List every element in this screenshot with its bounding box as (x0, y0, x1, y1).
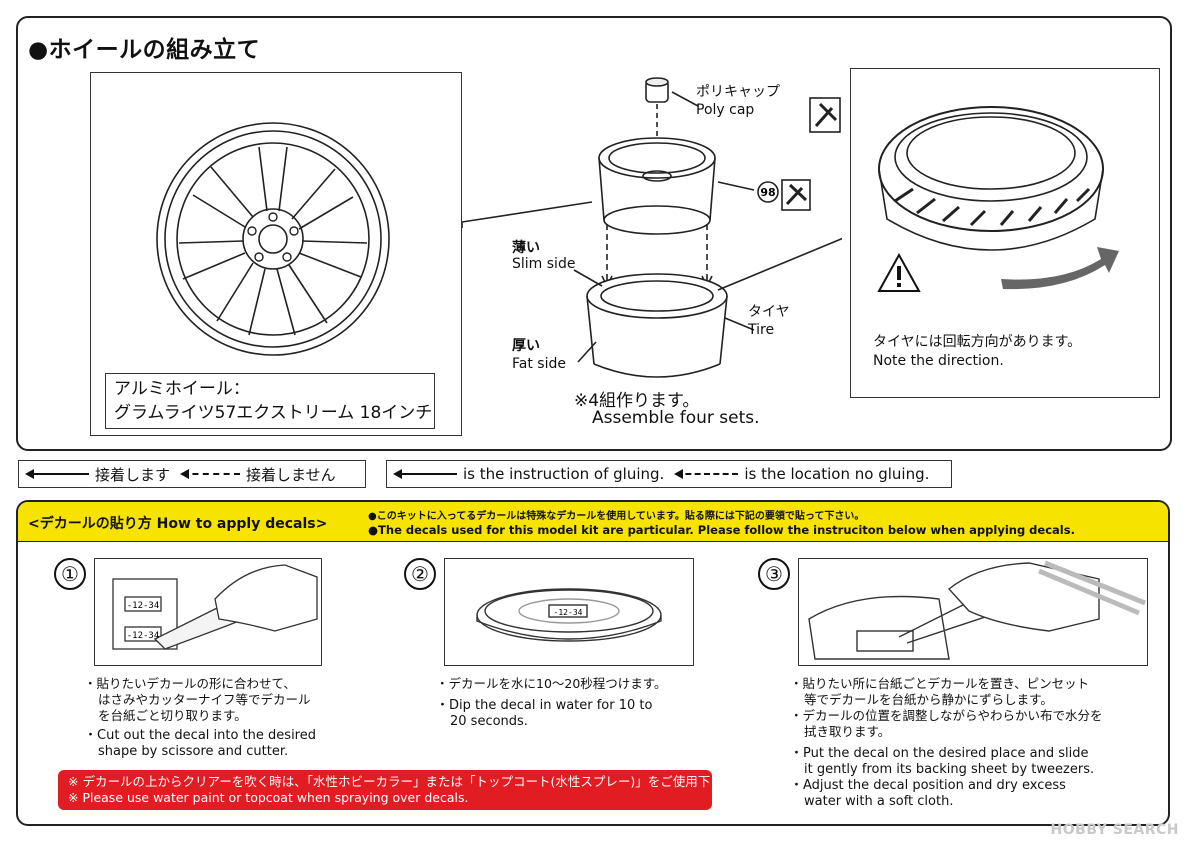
tire-jp-label: タイヤ (748, 304, 790, 320)
noglue-label-jp: 接着しません (246, 465, 336, 484)
decal-header: <デカールの貼り方 How to apply decals> ●このキットに入っ… (18, 502, 1168, 542)
solid-arrow-icon (25, 469, 89, 479)
tire-en-label: Tire (748, 322, 775, 338)
assemble-note-en: Assemble four sets. (592, 408, 760, 428)
glue-label-jp: 接着します (95, 465, 171, 484)
slim-en-label: Slim side (512, 256, 576, 272)
polycap-jp-label: ポリキャップ (696, 84, 780, 100)
warning-en: ※ Please use water paint or topcoat when… (68, 790, 469, 805)
step-1-en-2: shape by scissore and cutter. (98, 744, 289, 759)
decal-code: -12-34 (554, 608, 583, 617)
fat-en-label: Fat side (512, 356, 566, 372)
wheel-illustration (156, 122, 390, 356)
step-1-number: ① (54, 558, 86, 590)
step-3-en-3: ・Adjust the decal position and dry exces… (790, 778, 1066, 793)
section-title: ●ホイールの組み立て (28, 37, 261, 63)
slim-jp-label: 薄い (512, 240, 540, 256)
polycap-en-label: Poly cap (696, 102, 755, 118)
direction-note-en: Note the direction. (873, 353, 1004, 369)
step-1-jp-2: はさみやカッターナイフ等でデカール (98, 692, 311, 707)
step-2-jp-1: ・デカールを水に10〜20秒程つけます。 (436, 676, 667, 691)
step-2-number: ② (404, 558, 436, 590)
decal-instructions-panel: <デカールの貼り方 How to apply decals> ●このキットに入っ… (16, 500, 1170, 826)
assemble-note-jp: ※4組作ります。 (574, 391, 700, 411)
tire-illustration (877, 106, 1119, 292)
step-3-jp-3: ・デカールの位置を調整しながらやわらかい布で水分を (790, 708, 1103, 723)
decal-code: -12-34 (127, 631, 160, 641)
step-2-illustration: -12-34 (444, 558, 694, 666)
step-1-en-1: ・Cut out the decal into the desired (84, 728, 316, 743)
step-3-en-2: it gently from its backing sheet by twee… (804, 762, 1095, 777)
wheel-illustration-box: アルミホイール： グラムライツ57エクストリーム 18インチ (90, 72, 462, 436)
step-1-jp-1: ・貼りたいデカールの形に合わせて、 (84, 676, 296, 691)
step-3-number: ③ (758, 558, 790, 590)
step-3-illustration (798, 558, 1148, 666)
cutting-decal-illustration: -12-34 -12-34 (112, 564, 318, 650)
decal-title: <デカールの貼り方 How to apply decals> (28, 516, 328, 532)
warning-icon (877, 252, 921, 292)
dashed-arrow-icon (674, 469, 739, 479)
no-glue-icon (809, 97, 841, 133)
rotation-arrow-icon (1001, 247, 1119, 290)
step-2-en-1: ・Dip the decal in water for 10 to (436, 698, 653, 713)
spray-warning: ※ デカールの上からクリアーを吹く時は、「水性ホビーカラー」または「トップコート… (58, 770, 748, 810)
no-glue-icon (781, 179, 811, 211)
assembly-diagram: 98 (462, 77, 842, 378)
applying-decal-illustration (808, 560, 1146, 660)
decal-code: -12-34 (127, 601, 160, 611)
dashed-arrow-icon (180, 469, 241, 479)
step-3-en-4: water with a soft cloth. (804, 794, 954, 809)
direction-note-jp: タイヤには回転方向があります。 (873, 334, 1082, 350)
noglue-label-en: is the location no gluing. (744, 465, 930, 483)
step-3-jp-1: ・貼りたい所に台紙ごとデカールを置き、ピンセット (790, 676, 1090, 691)
water-dish-illustration: -12-34 (476, 588, 662, 642)
wheel-name-label: アルミホイール： グラムライツ57エクストリーム 18インチ (105, 373, 435, 429)
glue-legend-jp: 接着します 接着しません (18, 460, 366, 488)
glue-legend-en: is the instruction of gluing. is the loc… (386, 460, 952, 488)
step-3-en-1: ・Put the decal on the desired place and … (790, 746, 1089, 761)
wheel-name-line2: グラムライツ57エクストリーム 18インチ (114, 403, 433, 423)
fat-jp-label: 厚い (512, 338, 540, 354)
tire-direction-box: タイヤには回転方向があります。 Note the direction. (850, 68, 1160, 398)
wheel-assembly-panel: ●ホイールの組み立て (16, 16, 1172, 451)
solid-arrow-icon (393, 469, 457, 479)
glue-label-en: is the instruction of gluing. (463, 465, 665, 483)
step-1-illustration: -12-34 -12-34 (94, 558, 322, 666)
step-3-jp-2: 等でデカールを台紙から静かにずらします。 (804, 692, 1053, 707)
part-number: 98 (760, 186, 775, 199)
watermark: HOBBY SEARCH (1050, 822, 1179, 838)
step-1-jp-3: を台紙ごと切り取ります。 (98, 708, 247, 723)
decal-info-jp: ●このキットに入ってるデカールは特殊なデカールを使用しています。貼る際には下記の… (368, 511, 865, 522)
warning-jp: ※ デカールの上からクリアーを吹く時は、「水性ホビーカラー」または「トップコート… (68, 774, 748, 789)
wheel-name-line1: アルミホイール： (114, 379, 250, 399)
step-3-jp-4: 拭き取ります。 (804, 724, 891, 739)
decal-info-en: ●The decals used for this model kit are … (368, 523, 1075, 537)
step-2-en-2: 20 seconds. (450, 714, 528, 729)
